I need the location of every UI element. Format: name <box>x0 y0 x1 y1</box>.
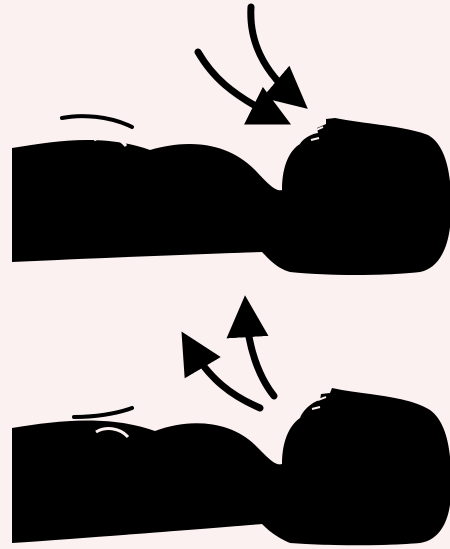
breathing-diagram <box>0 0 450 549</box>
breathing-illustration <box>0 0 450 549</box>
